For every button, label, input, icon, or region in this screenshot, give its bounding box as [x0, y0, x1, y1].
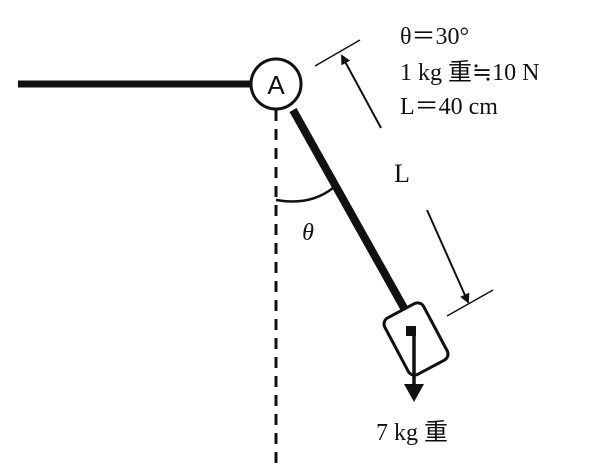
length-arrow-down: [426, 209, 470, 304]
weight-label: 7 kg 重: [376, 419, 448, 446]
rod: [289, 108, 408, 310]
pivot-label: A: [267, 70, 285, 100]
weight-block: [382, 301, 450, 377]
length-arrow-up: [341, 54, 382, 129]
weight-hook: [406, 326, 416, 336]
angle-label: θ: [302, 220, 314, 246]
length-label: L: [394, 159, 410, 188]
length-tick-top: [314, 39, 361, 67]
length-tick-bottom: [446, 289, 494, 317]
given-conversion: 1 kg 重≒10 N: [400, 59, 539, 86]
given-angle: θ＝30°: [400, 24, 469, 50]
angle-arc: [275, 187, 334, 203]
given-length: L＝40 cm: [400, 94, 498, 120]
pivot-circle: [249, 57, 303, 111]
gravity-arrowhead: [404, 384, 424, 402]
